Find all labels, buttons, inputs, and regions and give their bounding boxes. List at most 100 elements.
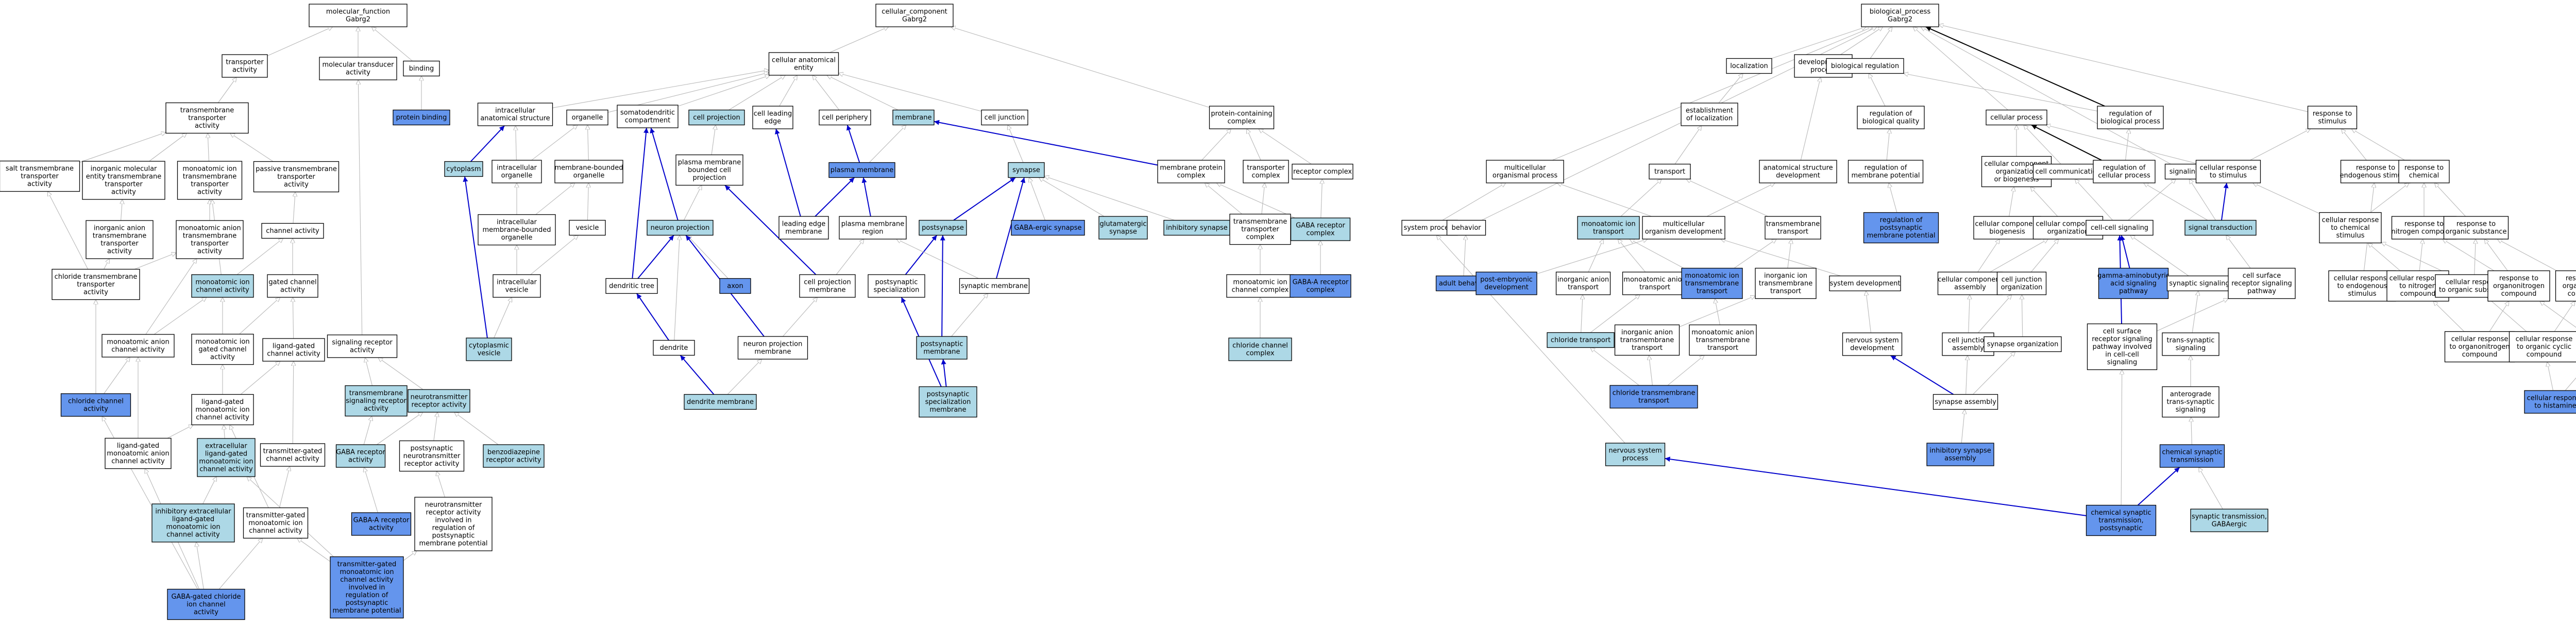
go-term-node-protbind[interactable]: protein binding (393, 109, 450, 126)
go-term-node-synapse[interactable]: synapse (1008, 162, 1045, 178)
go-term-node-postsynapse[interactable]: postsynapse (919, 219, 967, 236)
go-term-node-plasmamem[interactable]: plasma membrane (828, 162, 895, 178)
go-term-node-vesicle[interactable]: vesicle (569, 219, 606, 236)
go-term-node-organelle[interactable]: organelle (566, 109, 608, 126)
go-term-node-transport[interactable]: transport (1649, 163, 1691, 180)
go-term-node-receptcomplex[interactable]: receptor complex (1292, 163, 1353, 180)
go-term-node-cellcomm[interactable]: cell communication (2032, 163, 2104, 180)
go-term-node-chloridetransport[interactable]: chloride transport (1547, 332, 1615, 348)
go-term-node-cytoplasm[interactable]: cytoplasm (444, 161, 483, 177)
go-term-node-localization[interactable]: localization (1726, 58, 1772, 74)
go-term-node-bioreg[interactable]: biological regulation (1826, 58, 1904, 74)
go-term-node-sigtrans[interactable]: signal transduction (2184, 219, 2257, 236)
go-term-node-inhibsynapse[interactable]: inhibitory synapse (1163, 219, 1230, 236)
go-term-node-synsig[interactable]: synaptic signaling (2166, 275, 2232, 292)
go-term-node-synassembly[interactable]: synapse assembly (1933, 394, 1998, 410)
go-term-node-celljunc[interactable]: cell junction (981, 109, 1028, 126)
go-term-node-gabaergic[interactable]: GABA-ergic synapse (1011, 219, 1085, 236)
go-term-node-binding[interactable]: binding (403, 60, 440, 77)
go-term-node-dendtree[interactable]: dendritic tree (605, 278, 658, 294)
go-term-node-periph[interactable]: cell periphery (819, 109, 871, 126)
go-term-node-sysdev[interactable]: system development (1829, 275, 1901, 292)
go-term-node-axon[interactable]: axon (719, 278, 751, 294)
go-term-node-synmem[interactable]: synaptic membrane (959, 278, 1030, 294)
go-term-node-neuronproj[interactable]: neuron projection (647, 219, 714, 236)
go-term-node-channel[interactable]: channel activity (261, 223, 324, 239)
go-term-node-synorg[interactable]: synapse organization (1984, 336, 2062, 352)
go-term-node-membrane[interactable]: membrane (892, 109, 935, 126)
